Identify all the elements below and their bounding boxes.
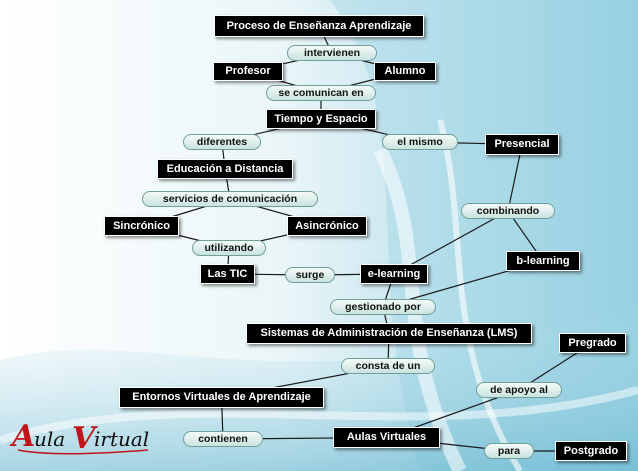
link-intervienen: intervienen bbox=[287, 45, 377, 61]
svg-text:A: A bbox=[9, 419, 35, 454]
concept-las-tic: Las TIC bbox=[200, 264, 255, 284]
link-gestionado: gestionado por bbox=[330, 299, 436, 315]
concept-alumno: Alumno bbox=[374, 62, 436, 81]
link-para: para bbox=[484, 443, 534, 459]
edge-elearning-combinando bbox=[393, 210, 509, 275]
concept-aulas: Aulas Virtuales bbox=[333, 427, 440, 448]
concept-tiempo: Tiempo y Espacio bbox=[266, 109, 376, 129]
edge-presencial-combinando bbox=[507, 144, 523, 212]
concept-profesor: Profesor bbox=[213, 62, 283, 81]
concept-proceso: Proceso de Enseñanza Aprendizaje bbox=[214, 15, 424, 37]
link-de-apoyo: de apoyo al bbox=[476, 382, 562, 398]
concept-blearning: b-learning bbox=[506, 251, 580, 271]
link-servicios: servicios de comunicación bbox=[142, 191, 318, 207]
concept-educacion: Educación a Distancia bbox=[157, 159, 293, 179]
concept-postgrado: Postgrado bbox=[555, 441, 627, 461]
concept-pregrado: Pregrado bbox=[559, 333, 626, 353]
svg-text:ula: ula bbox=[34, 427, 65, 451]
svg-text:irtual: irtual bbox=[94, 427, 149, 451]
link-utilizando: utilizando bbox=[192, 240, 266, 256]
svg-text:V: V bbox=[72, 421, 98, 456]
link-combinando: combinando bbox=[461, 203, 555, 219]
link-se-comunican: se comunican en bbox=[266, 85, 376, 101]
concept-entornos: Entornos Virtuales de Aprendizaje bbox=[119, 387, 324, 408]
concept-sincronico: Sincrónico bbox=[104, 216, 179, 236]
link-contienen: contienen bbox=[183, 431, 263, 447]
aula-virtual-logo: A ula V irtual bbox=[9, 419, 149, 456]
concept-elearning: e-learning bbox=[360, 264, 428, 284]
link-consta: consta de un bbox=[341, 358, 435, 374]
concept-sistemas: Sistemas de Administración de Enseñanza … bbox=[246, 323, 532, 344]
link-el-mismo: el mismo bbox=[382, 134, 458, 150]
concept-asincronico: Asincrónico bbox=[287, 216, 367, 236]
link-diferentes: diferentes bbox=[183, 134, 261, 150]
concept-presencial: Presencial bbox=[485, 134, 559, 155]
link-surge: surge bbox=[285, 267, 335, 283]
